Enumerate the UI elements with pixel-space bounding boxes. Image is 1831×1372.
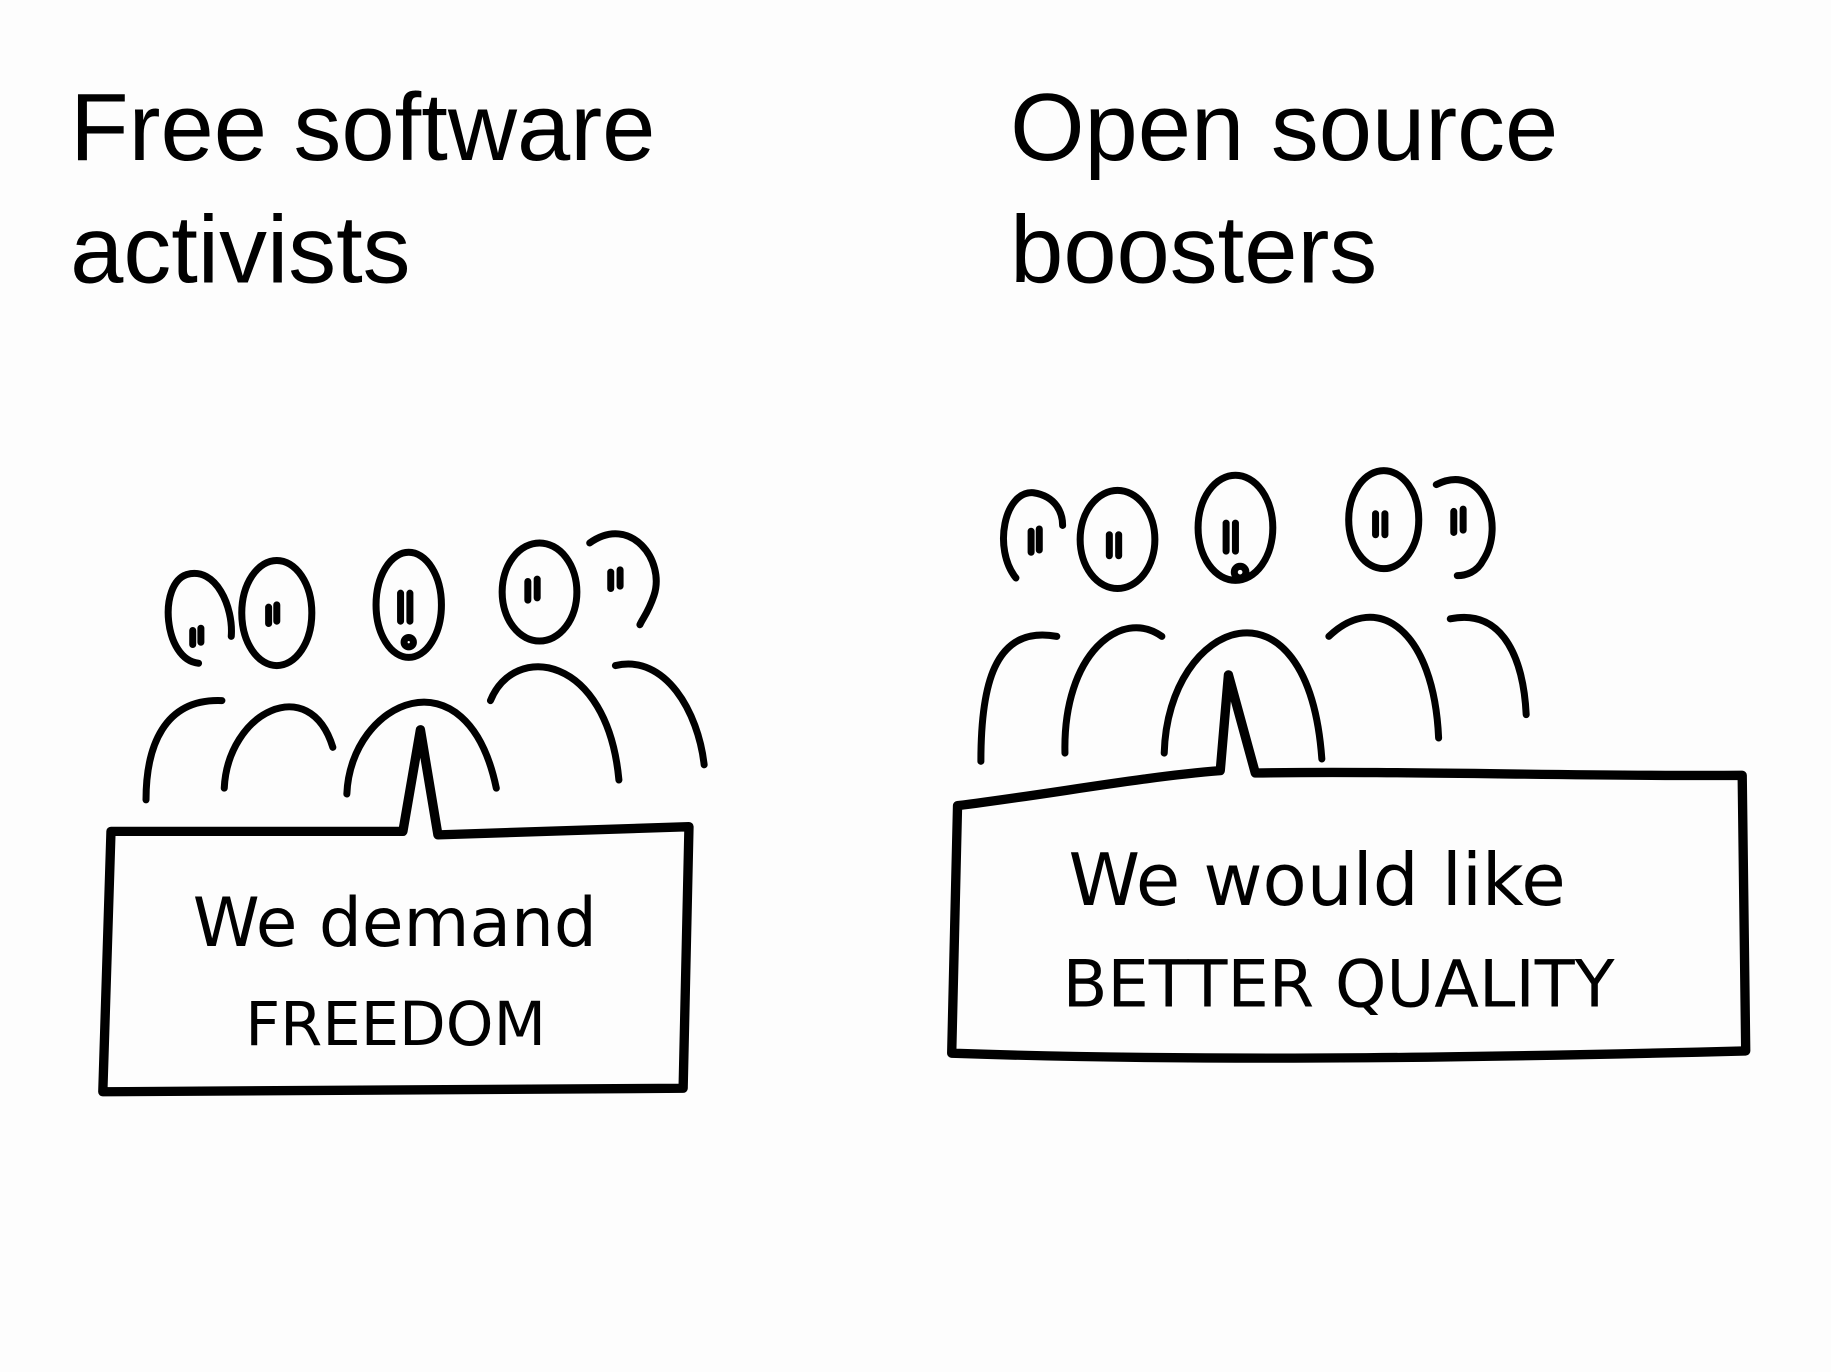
right-sign-line1: We would like — [1068, 839, 1565, 923]
right-sign-line2: BETTER QUALITY — [1063, 947, 1616, 1023]
body — [1061, 624, 1166, 757]
left-crowd — [142, 530, 708, 804]
body — [343, 698, 500, 798]
head — [1345, 467, 1423, 573]
head — [498, 539, 581, 645]
head — [1076, 486, 1159, 593]
body — [1160, 629, 1326, 763]
body — [1325, 613, 1443, 742]
left-sign-line2: FREEDOM — [245, 990, 546, 1060]
head — [1432, 476, 1496, 580]
left-title-line2: activists — [70, 197, 410, 304]
right-sign — [947, 670, 1751, 1063]
body — [611, 660, 708, 769]
body — [977, 631, 1061, 765]
body — [220, 703, 337, 792]
right-title-line1: Open source — [1010, 74, 1558, 181]
head — [586, 530, 660, 629]
right-crowd — [977, 467, 1530, 765]
body — [1446, 613, 1530, 719]
head — [1194, 471, 1277, 584]
left-sign-line1: We demand — [193, 883, 597, 962]
right-title-line2: boosters — [1010, 197, 1377, 304]
left-title-line1: Free software — [70, 74, 655, 181]
body — [486, 663, 623, 784]
right-panel: Open source boosters We would like BETTE… — [947, 74, 1751, 1063]
left-sign — [98, 725, 694, 1097]
body — [142, 697, 226, 804]
head — [164, 569, 235, 667]
head — [238, 556, 316, 670]
left-panel: Free software activists We demand FREEDO… — [70, 74, 708, 1097]
head — [1000, 489, 1067, 582]
head — [372, 548, 445, 661]
